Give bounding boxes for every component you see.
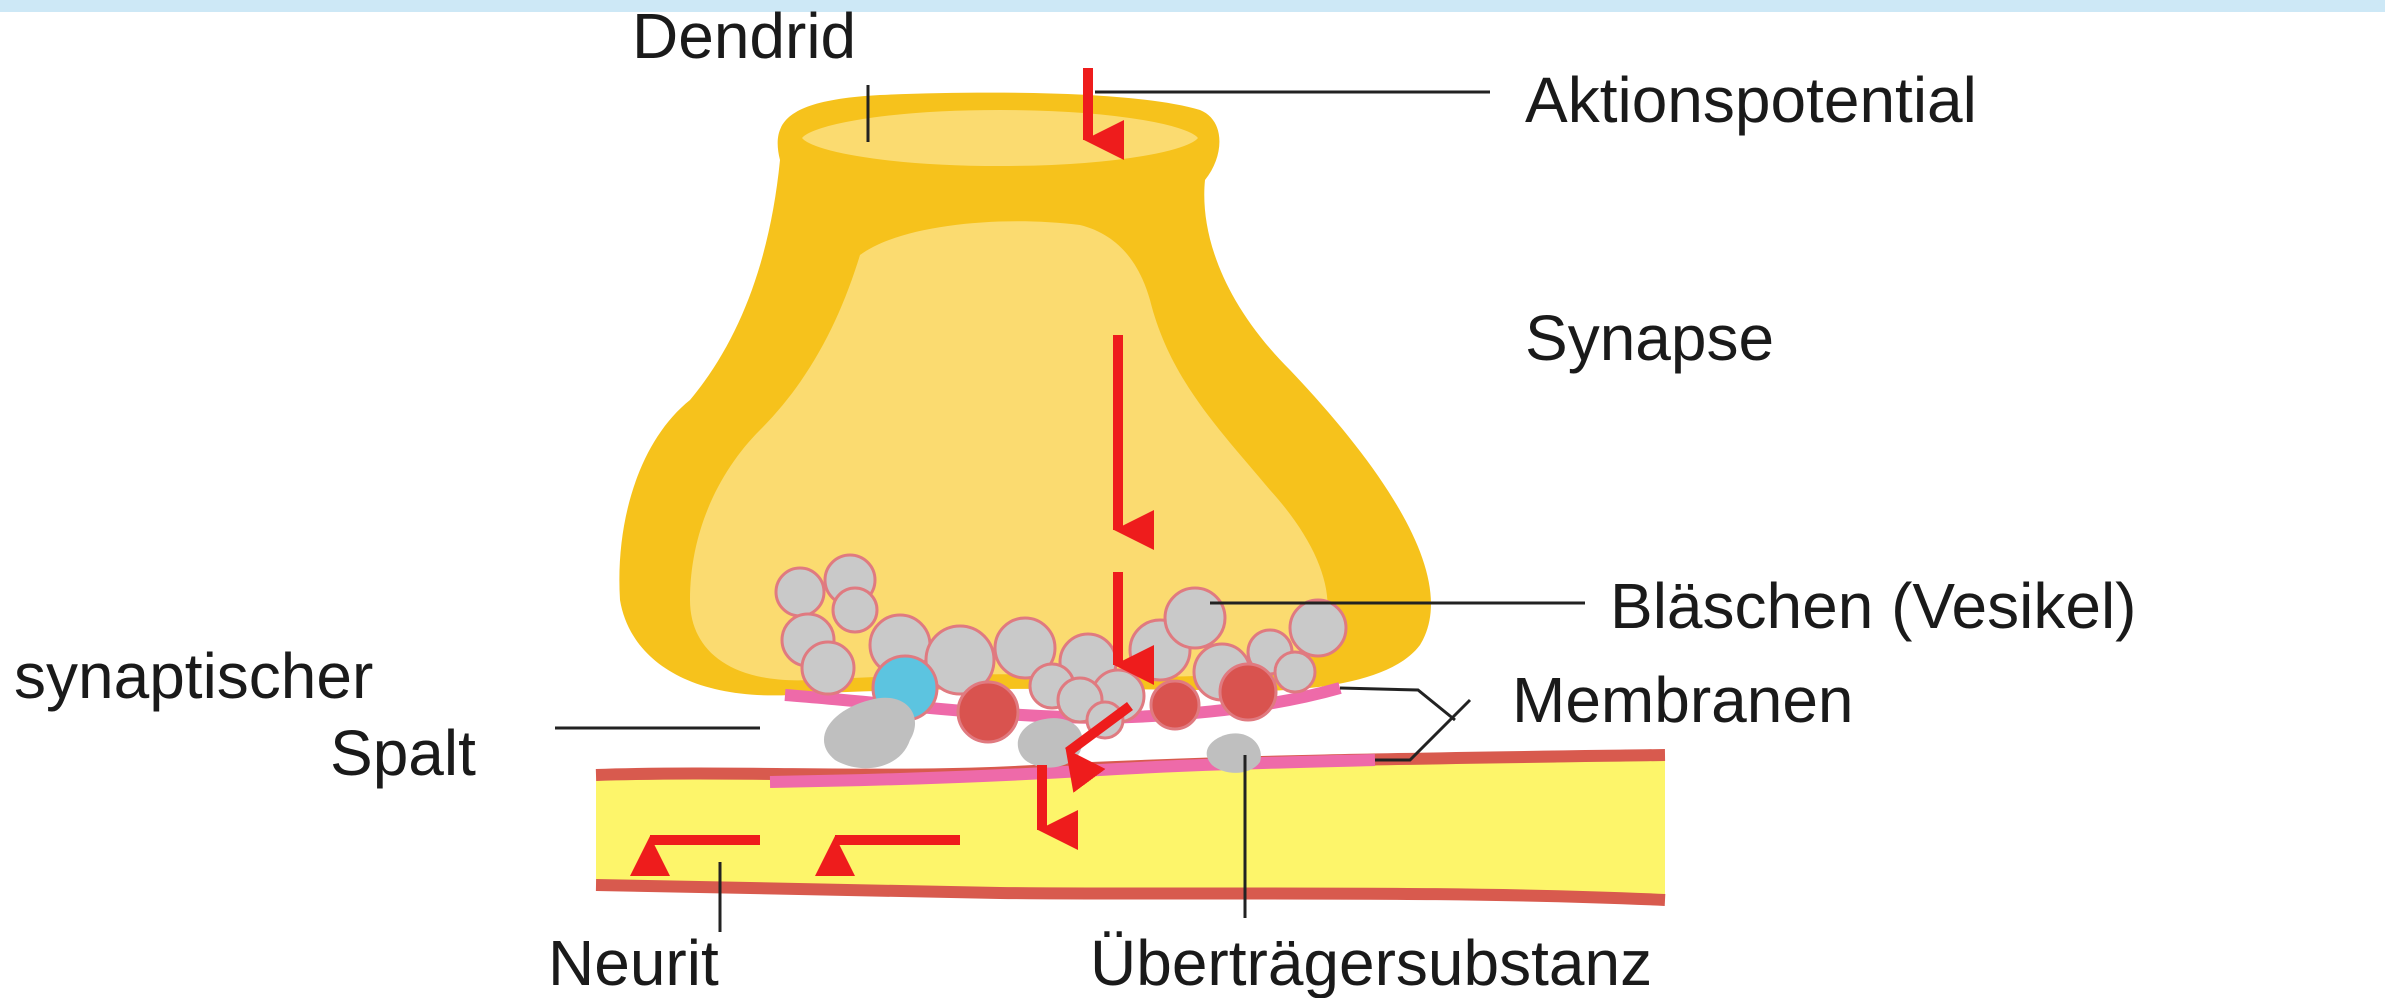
vesicle [833, 588, 877, 632]
transmitter-blob [824, 698, 915, 768]
leader-membranen-2 [1375, 700, 1470, 760]
label-blaeschen: Bläschen (Vesikel) [1610, 570, 2136, 642]
label-synapse: Synapse [1525, 302, 1774, 374]
label-spalt-line2: Spalt [330, 717, 476, 789]
neurit-tube [596, 755, 1665, 900]
label-dendrid: Dendrid [632, 0, 856, 72]
label-neurit: Neurit [548, 927, 719, 998]
transmitter-blob [1207, 733, 1261, 773]
top-frame-band [0, 0, 2385, 12]
leader-membranen [1340, 688, 1455, 720]
vesicle-red [1220, 664, 1276, 720]
label-membranen: Membranen [1512, 664, 1854, 736]
vesicle [1290, 600, 1346, 656]
vesicle [802, 642, 854, 694]
label-aktionspotential: Aktionspotential [1525, 64, 1977, 136]
vesicle [1165, 588, 1225, 648]
dendrid-opening [795, 103, 1205, 173]
label-uebertraeger: Überträgersubstanz [1090, 927, 1652, 998]
label-spalt-line1: synaptischer [14, 640, 373, 712]
vesicle-red [1151, 681, 1199, 729]
vesicle [1275, 652, 1315, 692]
vesicle [776, 568, 824, 616]
vesicle-red [958, 682, 1018, 742]
